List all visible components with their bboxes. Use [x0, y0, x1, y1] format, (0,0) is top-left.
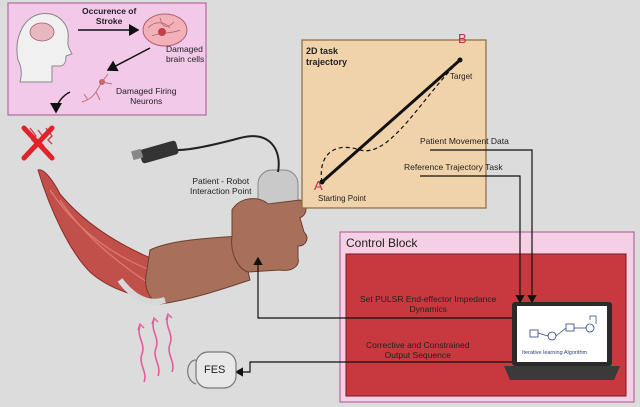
target-label: Target: [450, 72, 473, 81]
fes-device-icon: [187, 351, 237, 389]
usb-connector-icon: [131, 140, 179, 164]
fes-stimulation-icon: [137, 312, 174, 383]
corrective-label: Corrective and Constrained Output Sequen…: [366, 340, 469, 360]
point-a-label: A: [314, 178, 323, 193]
corrective-line1: Corrective and Constrained: [366, 340, 470, 350]
trajectory-title-line1: 2D task: [306, 46, 339, 56]
firing-neurons-label: Damaged Firing Neurons: [116, 86, 176, 106]
control-block-title: Control Block: [346, 236, 418, 250]
head-silhouette-icon: [16, 13, 73, 83]
point-b-label: B: [458, 31, 467, 46]
stroke-title-line1: Occurence of: [82, 6, 137, 16]
interaction-point-label: Patient - Robot Interaction Point: [190, 176, 251, 196]
patient-movement-label: Patient Movement Data: [420, 136, 509, 146]
arm-muscle-illustration: [37, 169, 251, 305]
damaged-cells-line1: Damaged: [166, 44, 203, 54]
damaged-brain-icon: [142, 13, 188, 47]
firing-neurons-line2: Neurons: [130, 96, 163, 106]
damaged-cells-label: Damaged brain cells: [166, 44, 204, 64]
trajectory-panel: [301, 39, 487, 209]
reference-trajectory-label: Reference Trajectory Task: [404, 162, 503, 172]
trajectory-title-line2: trajectory: [306, 57, 348, 67]
stroke-title-line2: Stroke: [95, 16, 123, 26]
fes-label: FES: [204, 364, 226, 376]
stroke-title: Occurence of Stroke: [82, 6, 136, 26]
damaged-cells-line2: brain cells: [166, 54, 205, 64]
corrective-line2: Output Sequence: [384, 350, 451, 360]
laptop-caption: Iterative learning Algorithm: [522, 350, 588, 356]
impedance-line1: Set PULSR End-effector Impedance: [360, 294, 497, 304]
blocked-signal-icon: [21, 125, 55, 161]
trajectory-title: 2D task trajectory: [306, 46, 347, 68]
laptop-icon: [504, 302, 620, 380]
firing-neurons-line1: Damaged Firing: [116, 86, 177, 96]
interaction-line1: Patient - Robot: [192, 176, 250, 186]
starting-point-label: Starting Point: [318, 194, 367, 203]
interaction-line2: Interaction Point: [190, 186, 252, 196]
impedance-label: Set PULSR End-effector Impedance Dynamic…: [360, 294, 496, 314]
impedance-line2: Dynamics: [409, 304, 447, 314]
neuron-icon: [81, 73, 113, 103]
